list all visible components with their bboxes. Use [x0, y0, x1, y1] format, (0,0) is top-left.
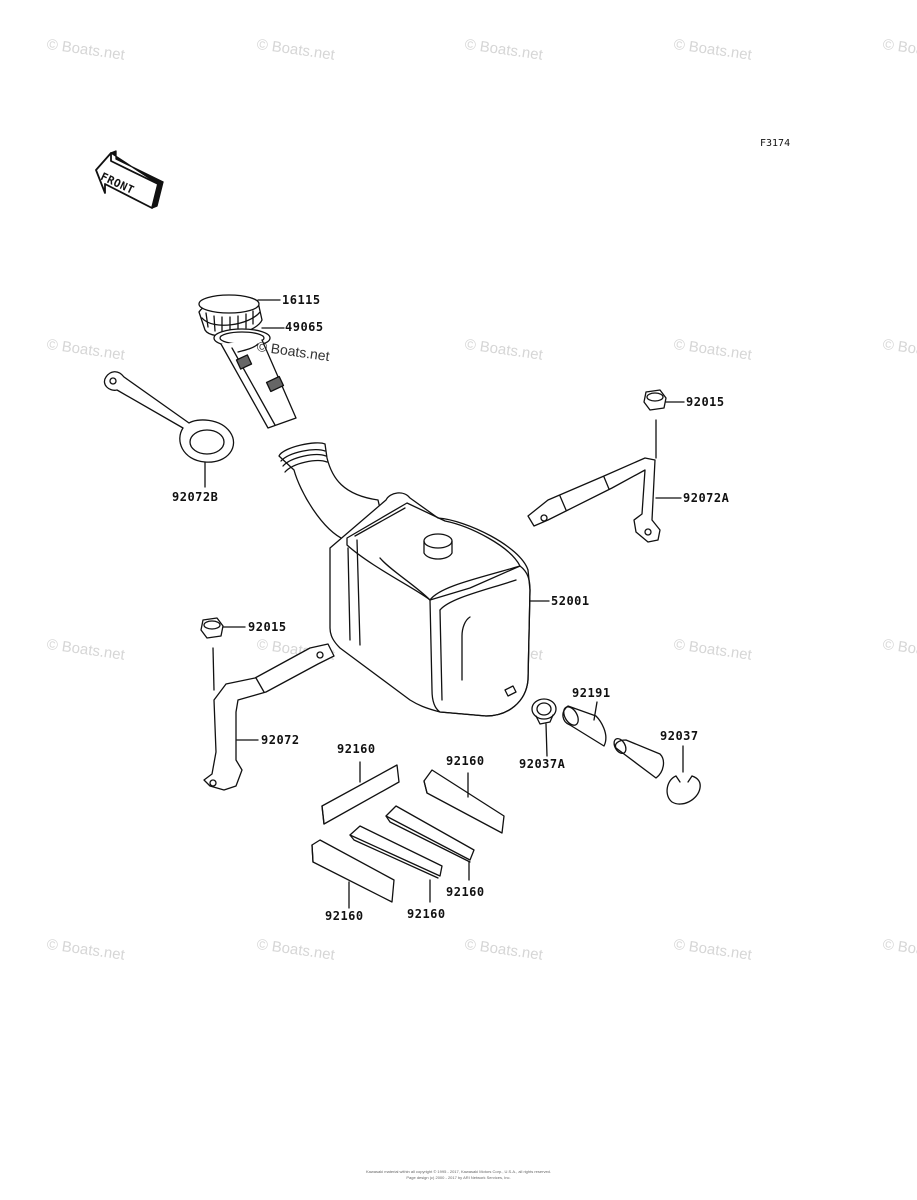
- pad-1: [321, 761, 400, 825]
- dipstick-strap: [103, 371, 235, 488]
- hose-clamp-a: [531, 698, 557, 757]
- copyright-footer: Page design (c) 2000 - 2017 by ARI Netwo…: [406, 1175, 511, 1180]
- part-label: 49065: [285, 320, 324, 334]
- part-label: 92072: [261, 733, 300, 747]
- oil-tank: [278, 442, 550, 717]
- part-label: 52001: [551, 594, 590, 608]
- oil-hose: [562, 701, 665, 779]
- part-label: 92191: [572, 686, 611, 700]
- pad-3: [385, 805, 475, 881]
- pad-5: [311, 839, 395, 909]
- front-arrow-icon: [95, 150, 164, 209]
- bracket-left: [203, 643, 335, 791]
- pad-4: [349, 825, 443, 903]
- part-label: 92160: [325, 909, 364, 923]
- part-label: 92072A: [683, 491, 730, 505]
- bracket-right: [527, 457, 682, 543]
- part-label: 92160: [407, 907, 446, 921]
- part-label: 92015: [248, 620, 287, 634]
- hose-clamp: [666, 745, 701, 805]
- figure-code: F3174: [760, 138, 791, 149]
- pad-2: [423, 769, 505, 834]
- filler-cap: [198, 294, 263, 337]
- part-label: 16115: [282, 293, 321, 307]
- part-label: 92037: [660, 729, 699, 743]
- part-label: 92015: [686, 395, 725, 409]
- copyright-footer: Kawasaki material within all copyright ©…: [365, 1169, 552, 1174]
- part-label: 92072B: [172, 490, 219, 504]
- filler-neck-strainer: [213, 328, 297, 429]
- part-label: 92037A: [519, 757, 566, 771]
- nut-left: [200, 617, 246, 691]
- part-label: 92160: [446, 754, 485, 768]
- part-label: 92160: [446, 885, 485, 899]
- nut-right: [643, 389, 685, 459]
- part-label: 92160: [337, 742, 376, 756]
